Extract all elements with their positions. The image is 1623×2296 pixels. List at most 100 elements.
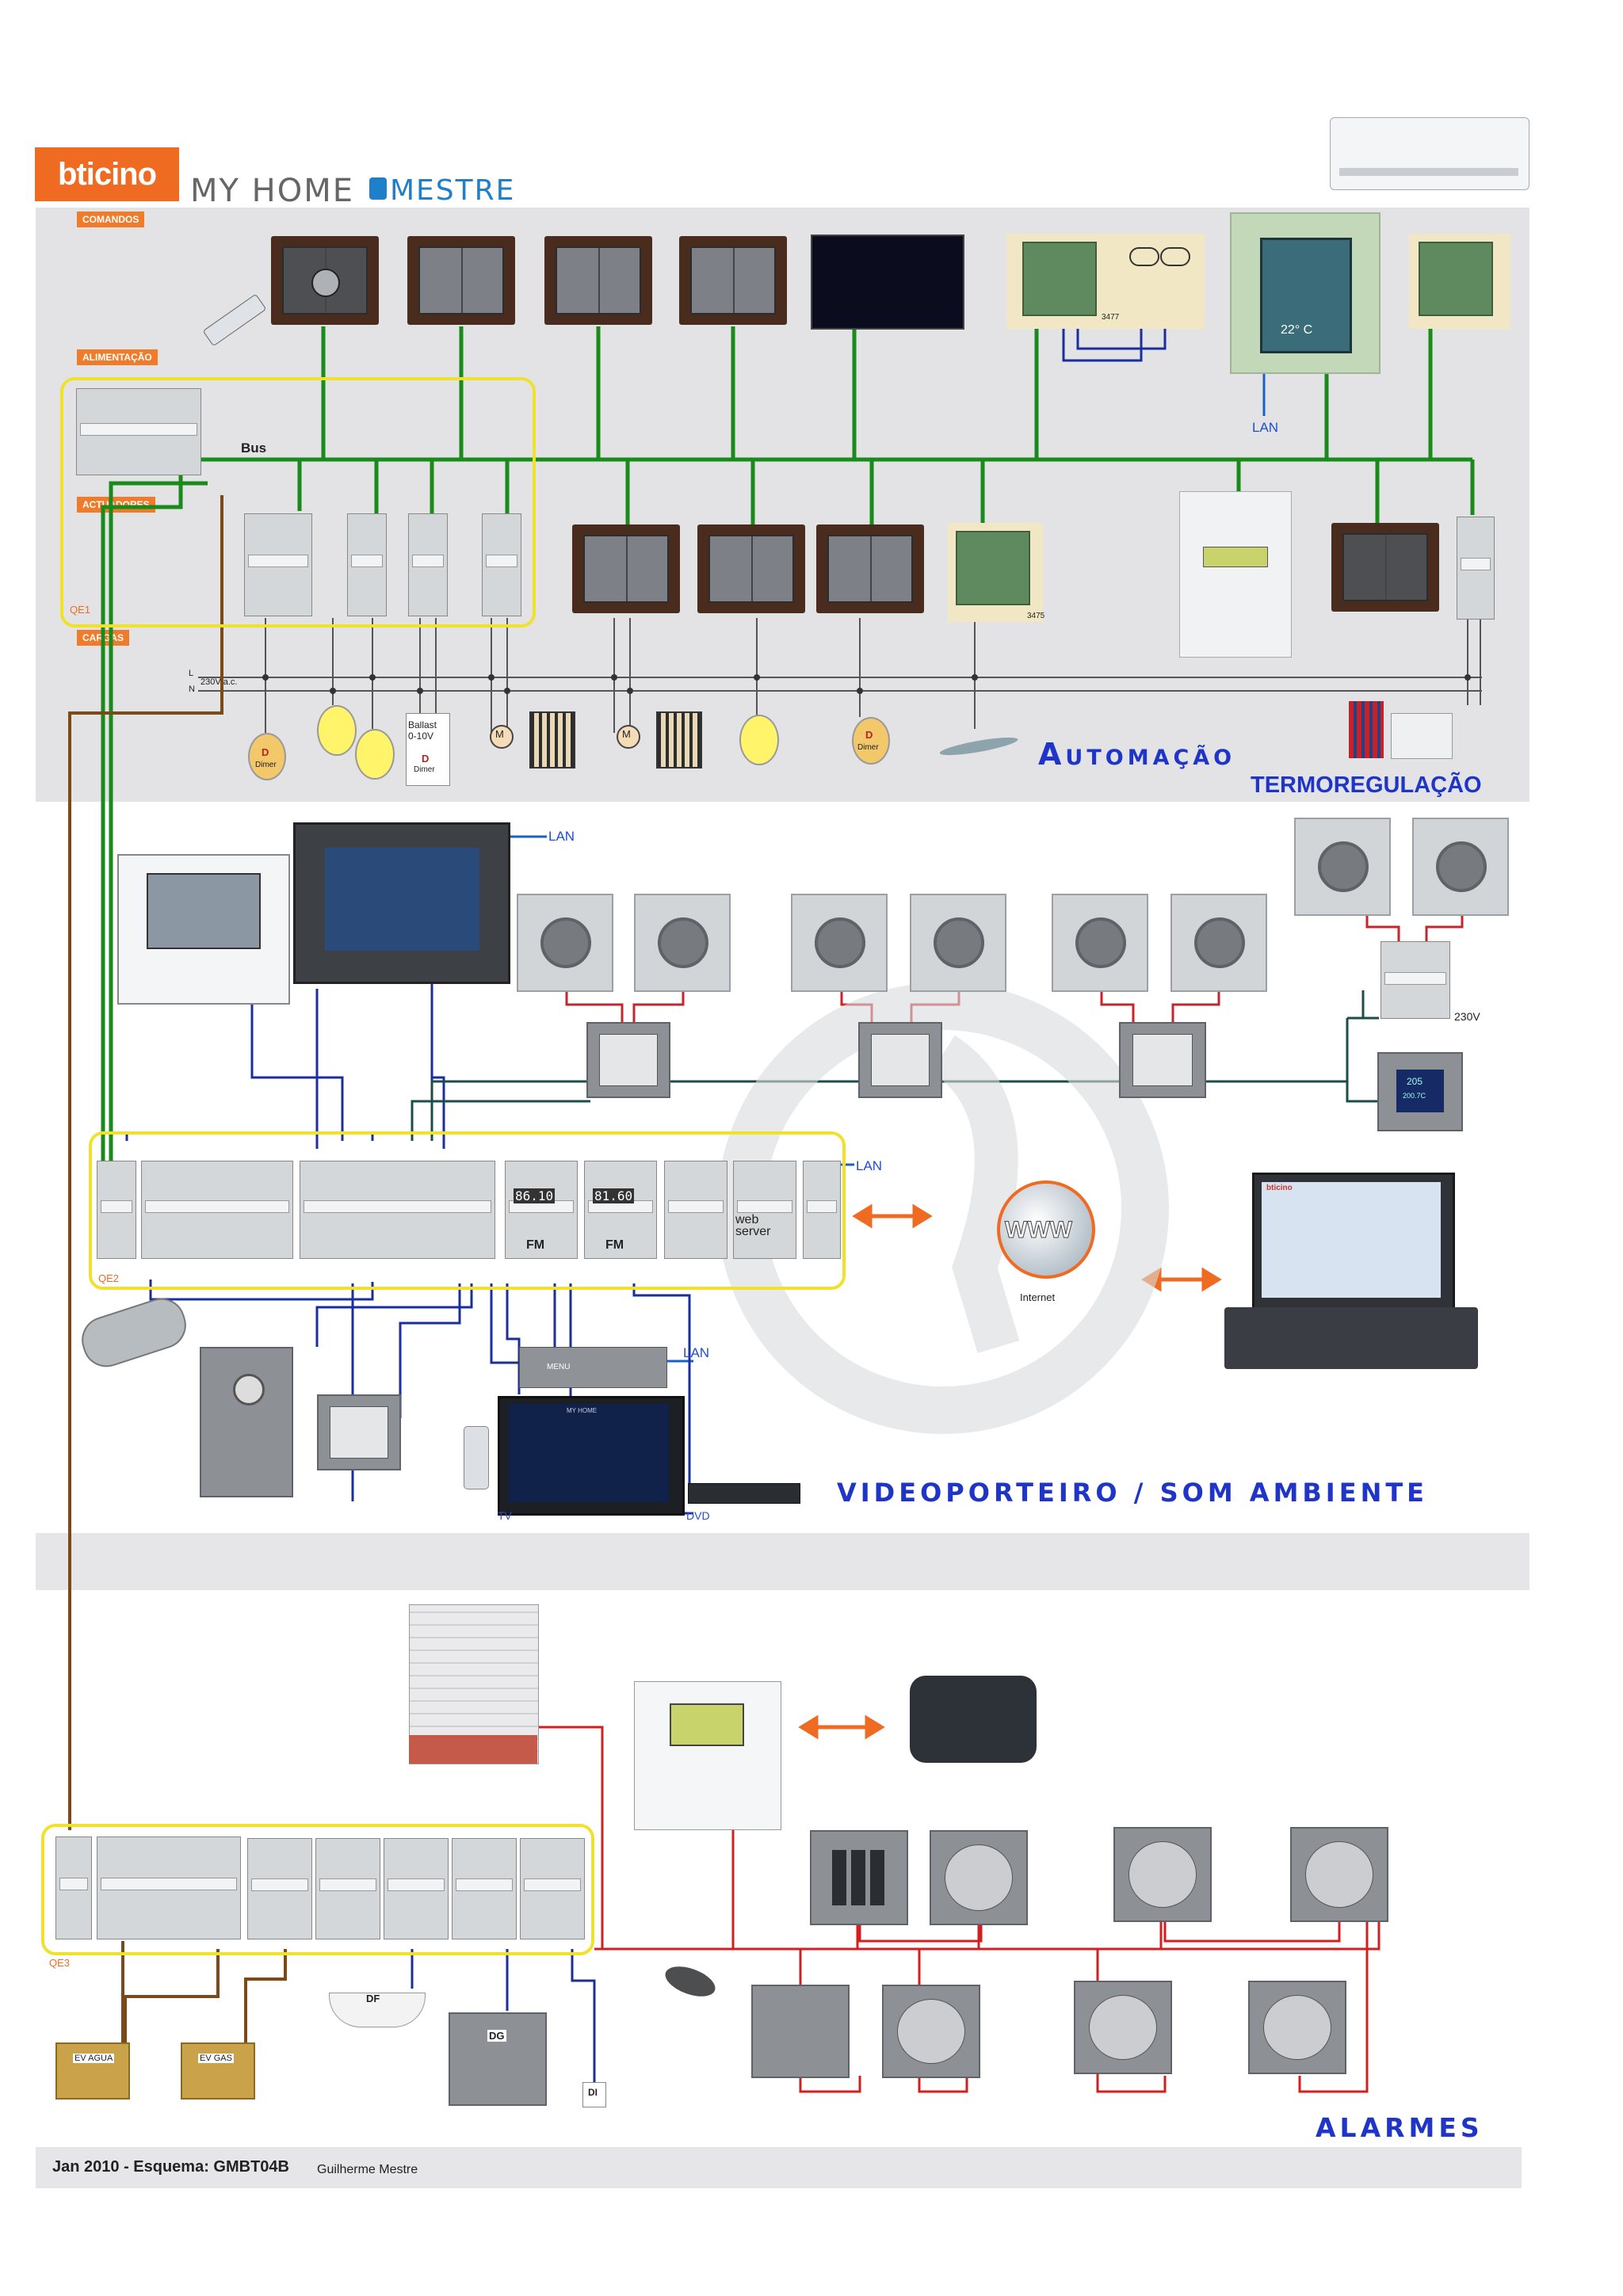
motion-sensor-6 <box>1248 1981 1346 2074</box>
power-line-label: 230V a.c. <box>200 677 238 687</box>
motion-sensor-5 <box>1074 1981 1172 2074</box>
line-n-label: N <box>189 685 195 694</box>
alarm-central-display <box>670 1703 744 1746</box>
qe3-label: QE3 <box>49 1957 71 1969</box>
touch-panel-black <box>811 235 964 330</box>
footer-band <box>36 2147 1522 2188</box>
code-3477: 3477 <box>1102 313 1120 322</box>
dvd-label: DVD <box>686 1509 710 1522</box>
lan-label-video: LAN <box>548 829 575 844</box>
audio-control-1 <box>586 1022 670 1098</box>
thermo-dial-switch <box>1331 523 1439 612</box>
telephone <box>910 1676 1037 1763</box>
radiator <box>1349 701 1384 758</box>
alarm-keypad-auto <box>1179 491 1292 658</box>
thermo-actuator <box>1457 517 1495 620</box>
mestre-logo: MESTRE <box>390 174 516 207</box>
qe3-module-5 <box>452 1838 517 1939</box>
tv-label: TV <box>498 1509 512 1522</box>
fm-tuner-2-freq: 81.60 <box>593 1188 635 1203</box>
switch-shutter-1 <box>544 236 652 325</box>
menu-label: MENU <box>547 1363 571 1371</box>
laptop-base <box>1224 1307 1478 1369</box>
fm-tuner-1-freq: 86.10 <box>514 1188 556 1203</box>
shutter-2 <box>656 711 702 769</box>
heater-unit <box>1391 713 1453 759</box>
alarm-keypad-auto-display <box>1203 547 1268 567</box>
flood-detector <box>582 2082 606 2107</box>
gas-valve <box>181 2042 255 2100</box>
speaker-1 <box>517 894 613 992</box>
section-termoregulacao: TERMOREGULAÇÃO <box>1251 772 1482 798</box>
lan-label-top: LAN <box>1252 420 1279 435</box>
audio-tuner-box <box>519 1347 667 1388</box>
bulb-3 <box>739 715 779 765</box>
motion-sensor-2 <box>1113 1827 1212 1922</box>
qe2-box <box>89 1131 846 1290</box>
speaker-6 <box>1170 894 1267 992</box>
internet-globe <box>997 1180 1095 1279</box>
laptop-display <box>1262 1182 1441 1298</box>
qe2-video-matrix <box>300 1161 495 1259</box>
audio-display-value2: 200.7C <box>1403 1092 1426 1100</box>
qe3-module-1 <box>55 1836 92 1939</box>
footer-author: Guilherme Mestre <box>317 2163 418 2176</box>
code-3475: 3475 <box>1027 612 1045 620</box>
bus-label: Bus <box>241 441 267 456</box>
water-valve <box>55 2042 130 2100</box>
motion-sensor-4 <box>882 1985 980 2078</box>
tv-screen <box>509 1404 669 1502</box>
qe3-box <box>41 1824 594 1955</box>
audio-control-3 <box>1119 1022 1206 1098</box>
tag-alimentacao: ALIMENTAÇÃO <box>77 349 158 365</box>
smoke-detector <box>329 1993 426 2027</box>
internet-label: Internet <box>1020 1291 1056 1303</box>
www-label: WWW <box>1005 1217 1073 1244</box>
door-station-camera <box>233 1374 265 1405</box>
power-supply-module <box>76 388 201 475</box>
dimmer-1-label: Dimer <box>255 761 277 769</box>
qe3-module-3 <box>315 1838 380 1939</box>
motion-sensor-3 <box>1290 1827 1388 1922</box>
alarm-keypad-buttons <box>832 1850 886 1905</box>
ballast-box <box>406 713 450 786</box>
tv-screen-title: MY HOME <box>567 1407 598 1414</box>
flood-detector-label: DI <box>588 2087 598 2098</box>
voltage-230v: 230V <box>1454 1010 1480 1023</box>
motion-sensor-1 <box>930 1830 1028 1925</box>
motor-2-label: M <box>622 728 631 740</box>
actuator-1 <box>244 513 312 616</box>
alarm-interface <box>751 1985 850 2078</box>
qe1-label: QE1 <box>70 604 91 616</box>
air-conditioner <box>1330 117 1529 190</box>
line-l-label: L <box>189 669 194 678</box>
fm-tuner-1-label: FM <box>526 1238 545 1252</box>
web-server-module <box>733 1161 796 1259</box>
contact-module-board <box>1022 242 1097 316</box>
fm-tuner-1 <box>505 1161 578 1259</box>
footer-scheme: Jan 2010 - Esquema: GMBT04B <box>52 2158 289 2176</box>
section-automacao: Automação <box>1038 737 1236 772</box>
door-release-button <box>317 1394 401 1470</box>
myhome-logo: MY HOME <box>190 173 355 209</box>
separator-band <box>36 1533 1529 1590</box>
contact-sensor-1 <box>1129 247 1159 266</box>
mestre-logo-icon <box>369 177 387 200</box>
video-intercom-screen <box>147 873 261 949</box>
water-valve-label: EV AGUA <box>73 2054 115 2063</box>
smoke-detector-label: DF <box>366 1993 380 2004</box>
switch-shutter-2 <box>679 236 787 325</box>
dimmer-1-letter: D <box>262 746 269 758</box>
thermostat-screen <box>1260 238 1352 353</box>
contact-module-3475-board <box>956 531 1030 605</box>
laptop-brand: bticino <box>1266 1184 1293 1192</box>
speaker-4 <box>910 894 1006 992</box>
qe2-power-supply <box>141 1161 293 1259</box>
touch-screen-display <box>325 848 479 951</box>
speaker-2 <box>634 894 731 992</box>
switch-double-1 <box>407 236 515 325</box>
bticino-logo: bticino <box>35 147 179 201</box>
actuator-3 <box>408 513 448 616</box>
switch-knob-dial <box>311 269 340 297</box>
lan-label-tv: LAN <box>683 1345 710 1360</box>
